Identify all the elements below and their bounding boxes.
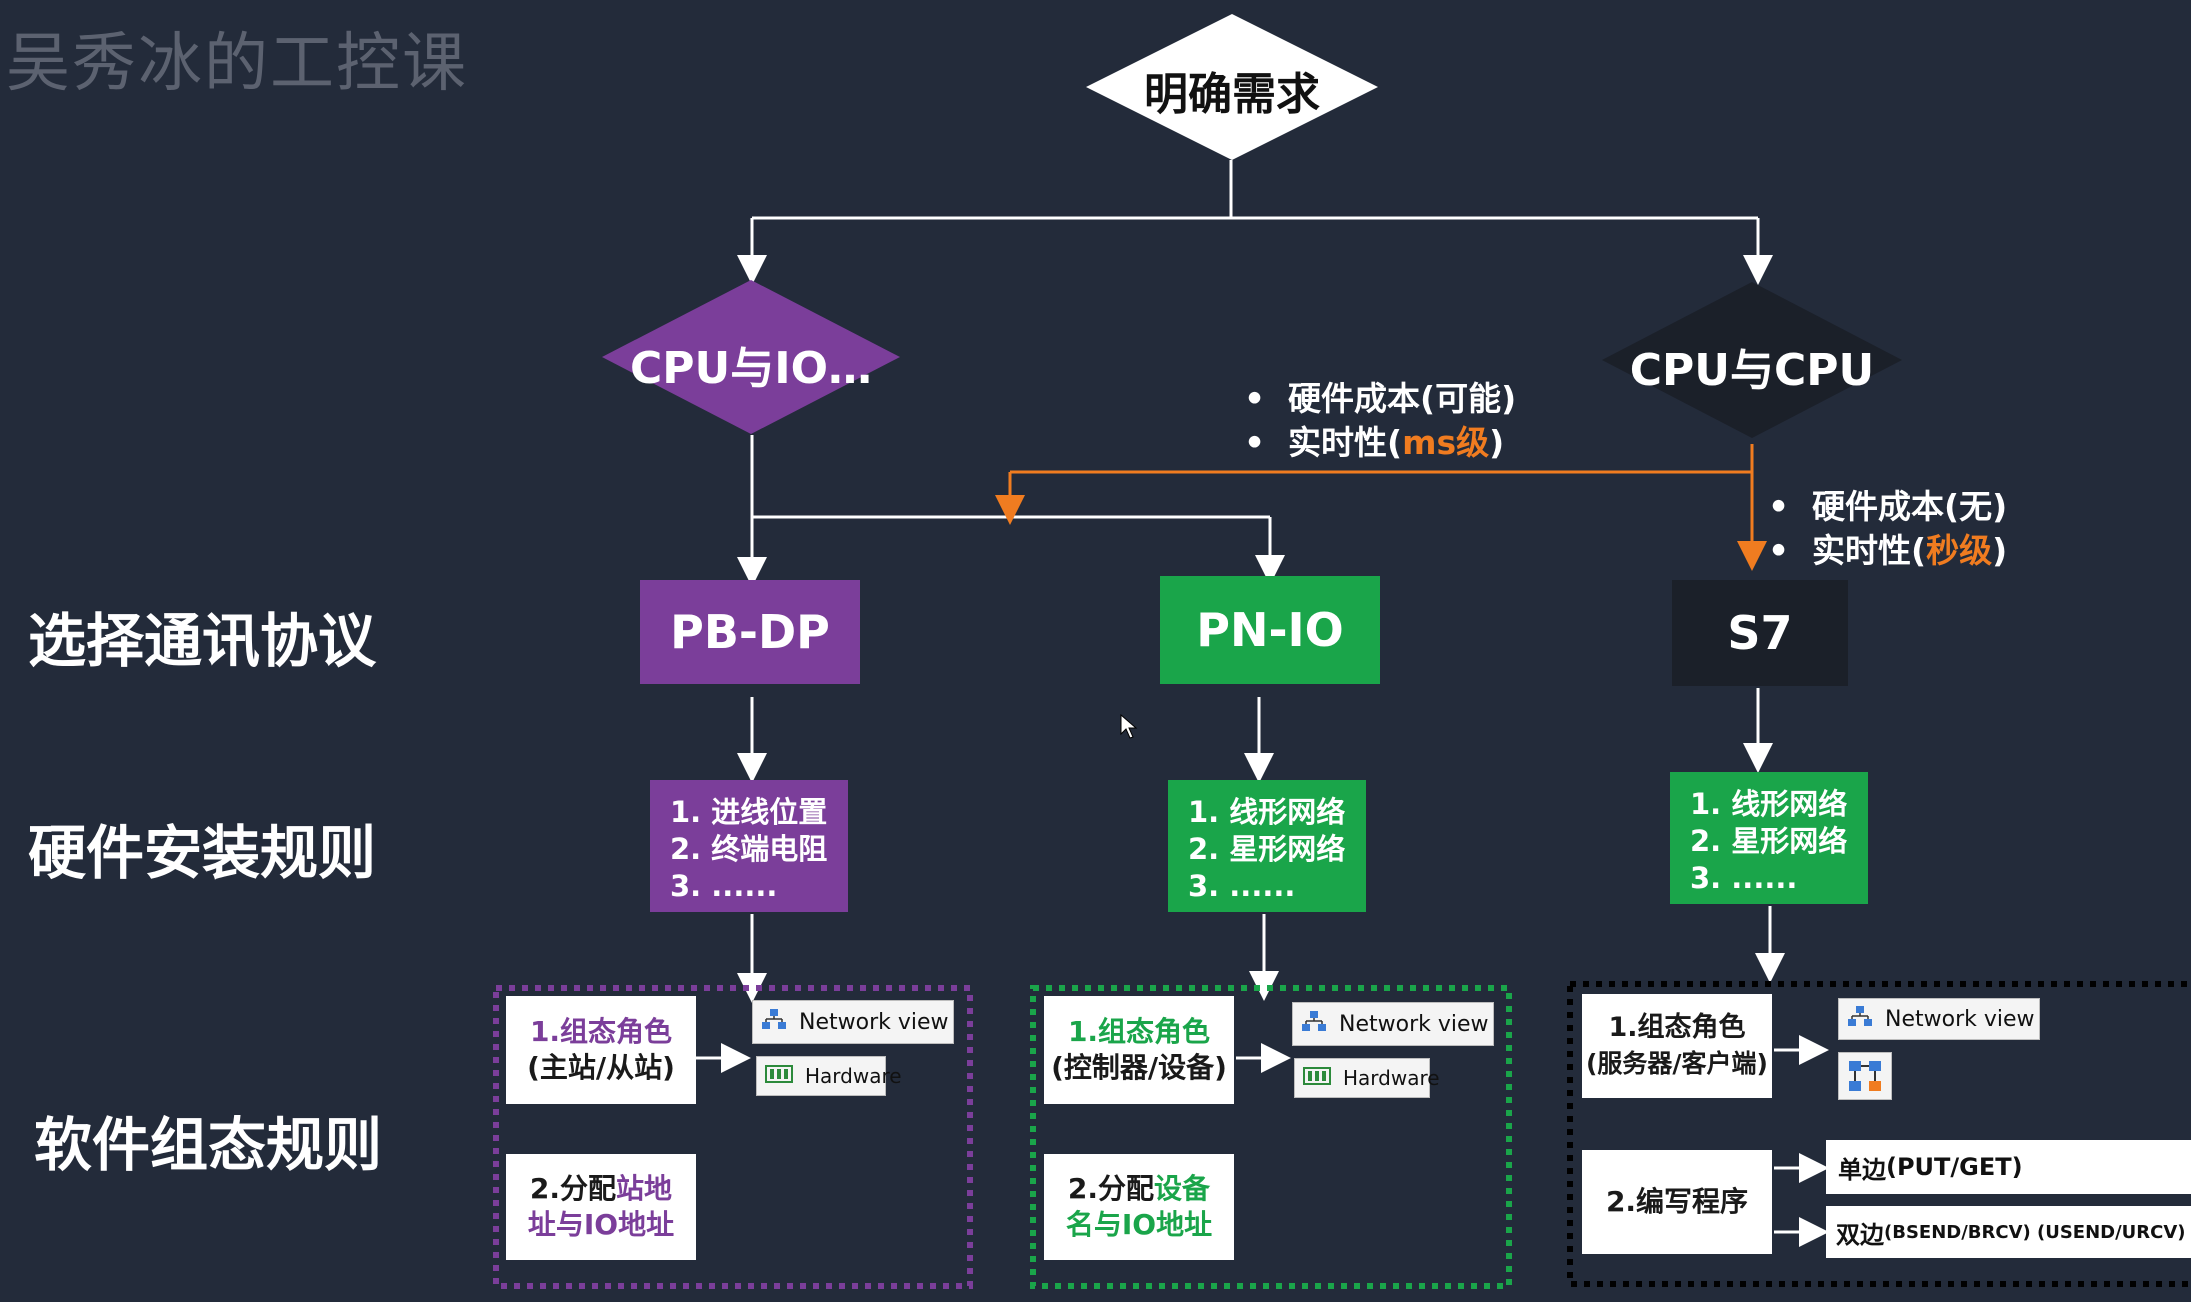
s7-double-a: 双边 — [1836, 1220, 1884, 1249]
pnio-role-box: 1.组态角色 (控制器/设备) — [1044, 996, 1234, 1104]
pbdp-role-box: 1.组态角色 (主站/从站) — [506, 996, 696, 1104]
rule-item: 1. 进线位置 — [670, 795, 828, 829]
note-mid-realtime-c: ) — [1489, 423, 1505, 462]
pbdp-assign-a: 2.分配 — [529, 1172, 617, 1205]
s7-double-b: (BSEND/BRCV) (USEND/URCV) — [1884, 1221, 2186, 1243]
note-right-cost: • 硬件成本(无) — [1768, 480, 2007, 528]
pnio-network-view-chip[interactable]: Network view — [1292, 1002, 1494, 1046]
note-mid-cost: • 硬件成本(可能) — [1244, 372, 1516, 420]
note-mid-realtime: • 实时性(ms级) — [1244, 416, 1504, 464]
protocol-pnio: PN-IO — [1160, 576, 1380, 684]
note-mid-cost-text: 硬件成本(可能) — [1288, 379, 1517, 418]
s7-program-label: 2.编写程序 — [1605, 1185, 1749, 1218]
s7-network-view-chip[interactable]: Network view — [1838, 998, 2040, 1040]
pbdp-hardware-chip[interactable]: Hardware — [756, 1056, 902, 1096]
note-mid-realtime-b: ms级 — [1402, 423, 1490, 462]
rule-item: 1. 线形网络 — [1690, 787, 1848, 821]
note-right-realtime-b: 秒级 — [1926, 531, 1993, 570]
row-label-software: 软件组态规则 — [34, 1111, 383, 1179]
note-right-cost-text: 硬件成本(无) — [1812, 487, 2008, 526]
top-diamond-label: 明确需求 — [1144, 69, 1320, 120]
left-diamond — [602, 280, 900, 434]
note-bullet: • — [1244, 379, 1266, 418]
note-mid-realtime-a: 实时性( — [1288, 423, 1403, 462]
pbdp-role-title: 1.组态角色 — [529, 1015, 673, 1048]
pnio-role-sub: (控制器/设备) — [1051, 1051, 1227, 1084]
s7-program-box: 2.编写程序 — [1582, 1150, 1772, 1254]
watermark: 吴秀冰的工控课 — [6, 27, 468, 101]
hardware-label: Hardware — [1343, 1066, 1440, 1090]
right-diamond-label: CPU与CPU — [1629, 345, 1875, 396]
note-right-realtime: • 实时性(秒级) — [1768, 524, 2007, 572]
protocol-pbdp: PB-DP — [640, 580, 860, 684]
rule-item: 2. 终端电阻 — [670, 832, 828, 866]
s7-single-box: 单边 (PUT/GET) — [1826, 1140, 2191, 1194]
pnio-assign-a: 2.分配 — [1067, 1172, 1155, 1205]
pbdp-network-view-chip[interactable]: Network view — [752, 1000, 954, 1044]
network-view-label: Network view — [1885, 1006, 2035, 1032]
pbdp-software-frame — [493, 985, 973, 1289]
pnio-hardware-chip[interactable]: Hardware — [1294, 1058, 1440, 1098]
hardware-icon — [765, 1063, 793, 1090]
mouse-cursor-icon — [1120, 714, 1138, 739]
rule-item: 3. ...... — [1188, 869, 1296, 903]
rule-item: 1. 线形网络 — [1188, 795, 1346, 829]
note-bullet: • — [1768, 487, 1790, 526]
hardware-icon — [1303, 1065, 1331, 1092]
note-right-realtime-a: 实时性( — [1812, 531, 1927, 570]
pbdp-assign-b: 站地 — [616, 1172, 673, 1205]
hardware-label: Hardware — [805, 1064, 902, 1088]
s7-role-title: 1.组态角色 — [1608, 1012, 1746, 1043]
network-view-icon — [761, 1008, 787, 1036]
pbdp-assign-c: 址与IO地址 — [527, 1208, 675, 1241]
hardware-rules-pbdp: 1. 进线位置 2. 终端电阻 3. ...... — [650, 780, 848, 912]
s7-double-box: 双边 (BSEND/BRCV) (USEND/URCV) — [1826, 1206, 2191, 1258]
s7-single-a: 单边 — [1838, 1155, 1886, 1184]
pnio-assign-line1: 2.分配设备 — [1068, 1171, 1210, 1207]
pnio-assign-b: 设备 — [1154, 1172, 1211, 1205]
rule-item: 2. 星形网络 — [1188, 832, 1346, 866]
right-diamond — [1602, 282, 1902, 438]
s7-single-b: (PUT/GET) — [1886, 1153, 2023, 1181]
network-view-label: Network view — [1339, 1011, 1489, 1037]
pnio-assign-c: 名与IO地址 — [1065, 1208, 1213, 1241]
s7-role-box: 1.组态角色 (服务器/客户端) — [1582, 994, 1772, 1098]
note-bullet: • — [1768, 531, 1790, 570]
left-diamond-label: CPU与IO… — [629, 343, 873, 394]
network-view-icon — [1847, 1005, 1873, 1033]
pnio-software-frame — [1030, 985, 1512, 1289]
pnio-role-title: 1.组态角色 — [1067, 1015, 1211, 1048]
hardware-rules-pnio: 1. 线形网络 2. 星形网络 3. ...... — [1168, 780, 1366, 912]
s7-role-sub: (服务器/客户端) — [1586, 1049, 1768, 1078]
rule-item: 3. ...... — [670, 869, 778, 903]
s7-connections-icon[interactable] — [1838, 1052, 1892, 1100]
note-right-realtime-c: ) — [1992, 531, 2008, 570]
note-bullet: • — [1244, 423, 1266, 462]
network-view-icon — [1301, 1010, 1327, 1038]
pbdp-assign-box: 2.分配站地 址与IO地址 — [506, 1154, 696, 1260]
top-diamond — [1086, 14, 1378, 160]
row-label-hardware: 硬件安装规则 — [28, 819, 377, 887]
pbdp-assign-line1: 2.分配站地 — [530, 1171, 672, 1207]
rule-item: 3. ...... — [1690, 861, 1798, 895]
pnio-assign-box: 2.分配设备 名与IO地址 — [1044, 1154, 1234, 1260]
rule-item: 2. 星形网络 — [1690, 824, 1848, 858]
pbdp-role-sub: (主站/从站) — [527, 1051, 675, 1084]
protocol-s7: S7 — [1672, 580, 1848, 686]
network-view-label: Network view — [799, 1009, 949, 1035]
row-label-protocol: 选择通讯协议 — [28, 607, 377, 675]
s7-software-frame — [1567, 981, 2191, 1287]
hardware-rules-s7: 1. 线形网络 2. 星形网络 3. ...... — [1670, 772, 1868, 904]
